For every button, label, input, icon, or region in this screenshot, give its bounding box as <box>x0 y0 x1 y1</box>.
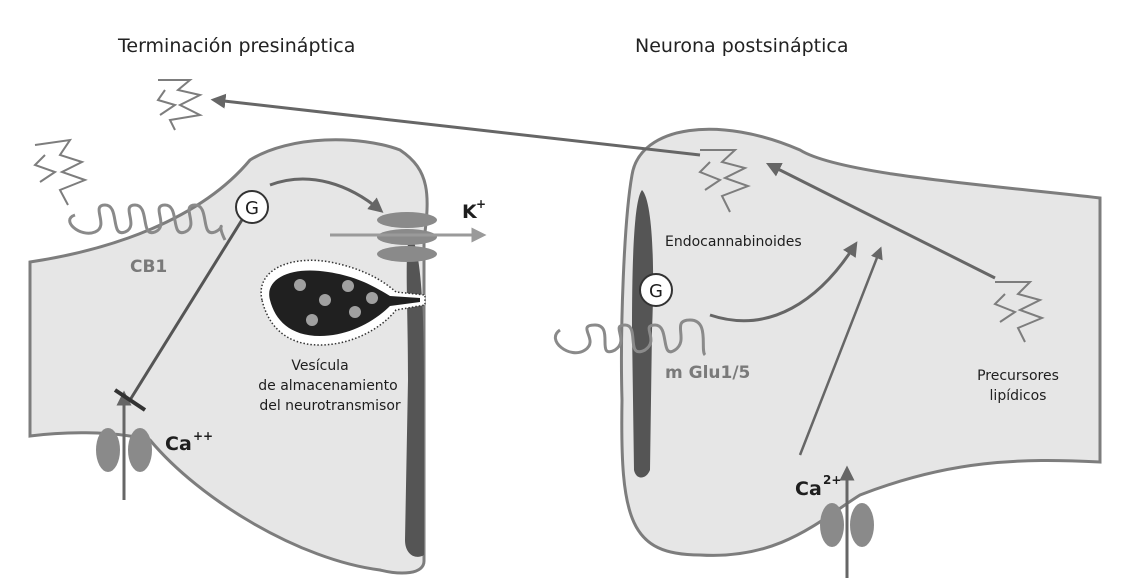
presynaptic-terminal <box>30 140 427 573</box>
ligand-top-left <box>158 80 200 130</box>
potassium-sup: + <box>476 197 486 211</box>
g-protein-pre: G <box>236 191 268 223</box>
g-protein-post-label: G <box>649 281 663 302</box>
potassium-channel <box>377 212 437 262</box>
vesicle-label-line2: de almacenamiento <box>258 378 397 394</box>
calcium-pre-label: Ca <box>165 433 192 455</box>
ligand-bound-left <box>35 140 85 205</box>
mglu-label: m Glu1/5 <box>665 363 750 383</box>
postsynaptic-neuron <box>621 129 1100 555</box>
precursors-label-line2: lipídicos <box>990 388 1047 404</box>
cb1-label: CB1 <box>130 257 167 277</box>
g-protein-pre-label: G <box>245 198 259 219</box>
endocannabinoids-label: Endocannabinoides <box>665 234 802 250</box>
precursors-label-line1: Precursores <box>977 368 1059 384</box>
calcium-post-label: Ca <box>795 478 822 500</box>
g-protein-post: G <box>640 274 672 306</box>
vesicle-label-line1: Vesícula <box>291 358 348 374</box>
presynaptic-title: Terminación presináptica <box>117 35 355 57</box>
calcium-post-sup: 2+ <box>823 473 841 487</box>
calcium-pre-sup: ++ <box>193 429 213 443</box>
vesicle-label-line3: del neurotransmisor <box>259 398 401 414</box>
postsynaptic-title: Neurona postsináptica <box>635 35 848 57</box>
